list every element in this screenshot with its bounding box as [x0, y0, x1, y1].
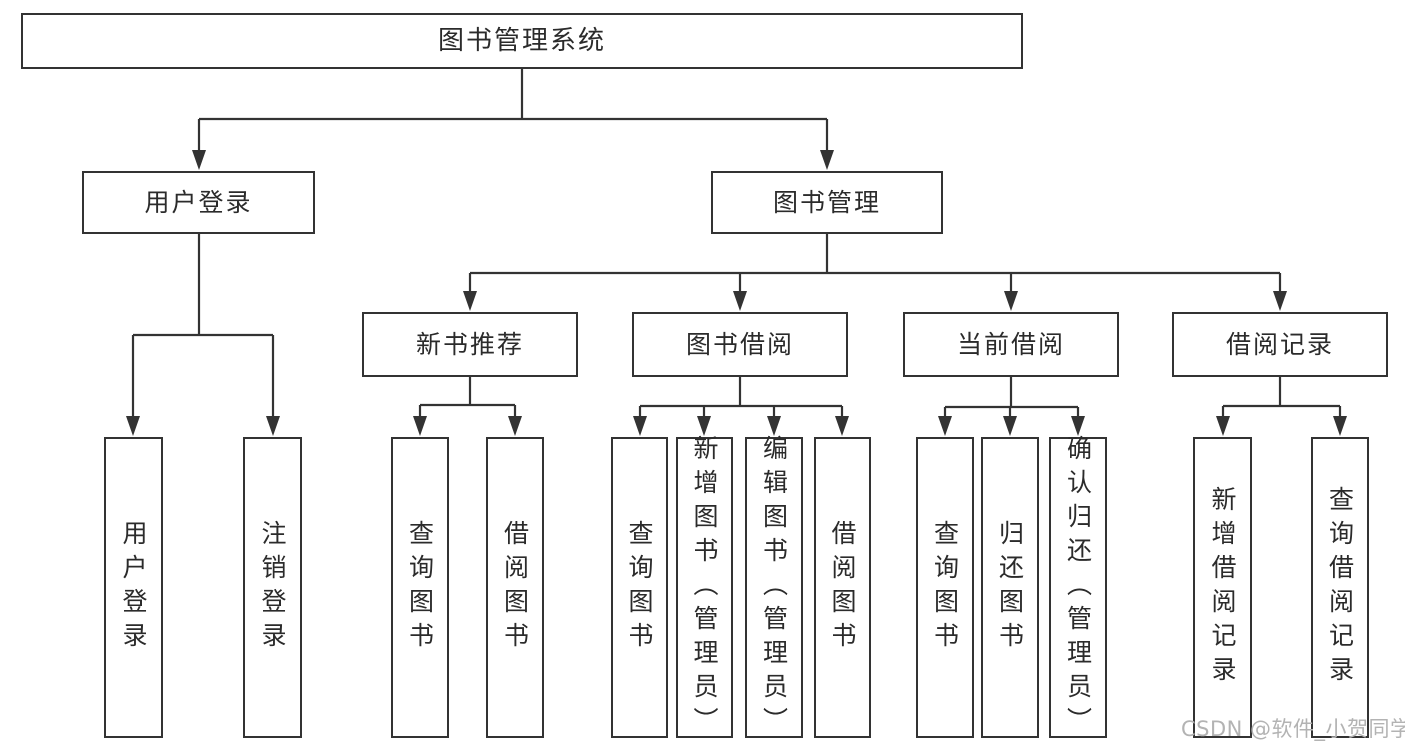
leaf-query-books-borrow: 查询图书	[611, 437, 668, 738]
arrowhead	[413, 416, 427, 436]
node-user-login: 用户登录	[82, 171, 315, 234]
connector-book-management-children	[463, 234, 1287, 311]
arrowhead	[820, 150, 834, 170]
arrowhead	[697, 416, 711, 436]
leaf-query-books-recommend: 查询图书	[391, 437, 449, 738]
node-root: 图书管理系统	[21, 13, 1023, 69]
arrowhead	[1071, 416, 1085, 436]
arrowhead	[266, 416, 280, 436]
connector-borrow-records-children	[1216, 377, 1347, 436]
node-borrowing-records: 借阅记录	[1172, 312, 1388, 377]
arrowhead	[1216, 416, 1230, 436]
arrowhead	[938, 416, 952, 436]
connector-user-login-children	[126, 234, 280, 436]
arrowhead	[733, 291, 747, 311]
connector-current-borrow-children	[938, 377, 1085, 436]
leaf-query-borrow-record: 查询借阅记录	[1311, 437, 1369, 738]
arrowhead	[835, 416, 849, 436]
csdn-watermark: CSDN @软件_小贺同学	[1181, 717, 1405, 741]
arrowhead	[1333, 416, 1347, 436]
arrowhead	[633, 416, 647, 436]
arrowhead	[126, 416, 140, 436]
node-new-book-recommendation: 新书推荐	[362, 312, 578, 377]
arrowhead	[1004, 291, 1018, 311]
connector-root-to-level2	[192, 69, 834, 170]
leaf-add-borrow-record: 新增借阅记录	[1193, 437, 1252, 738]
node-book-management: 图书管理	[711, 171, 943, 234]
connector-book-borrow-children	[633, 377, 849, 436]
leaf-borrow-books: 借阅图书	[814, 437, 871, 738]
leaf-confirm-return-admin: 确认归还（管理员）	[1049, 435, 1107, 741]
connector-new-book-recommend-children	[413, 377, 522, 436]
leaf-logout: 注销登录	[243, 437, 302, 738]
leaf-return-books: 归还图书	[981, 437, 1039, 738]
leaf-user-login: 用户登录	[104, 437, 163, 738]
arrowhead	[767, 416, 781, 436]
node-book-borrowing: 图书借阅	[632, 312, 848, 377]
leaf-borrow-books-recommend: 借阅图书	[486, 437, 544, 738]
arrowhead	[1273, 291, 1287, 311]
leaf-edit-books-admin: 编辑图书（管理员）	[745, 435, 803, 741]
arrowhead	[463, 291, 477, 311]
node-current-borrowing: 当前借阅	[903, 312, 1119, 377]
leaf-add-books-admin: 新增图书（管理员）	[676, 435, 733, 741]
arrowhead	[192, 150, 206, 170]
arrowhead	[1003, 416, 1017, 436]
leaf-query-books-current: 查询图书	[916, 437, 974, 738]
arrowhead	[508, 416, 522, 436]
